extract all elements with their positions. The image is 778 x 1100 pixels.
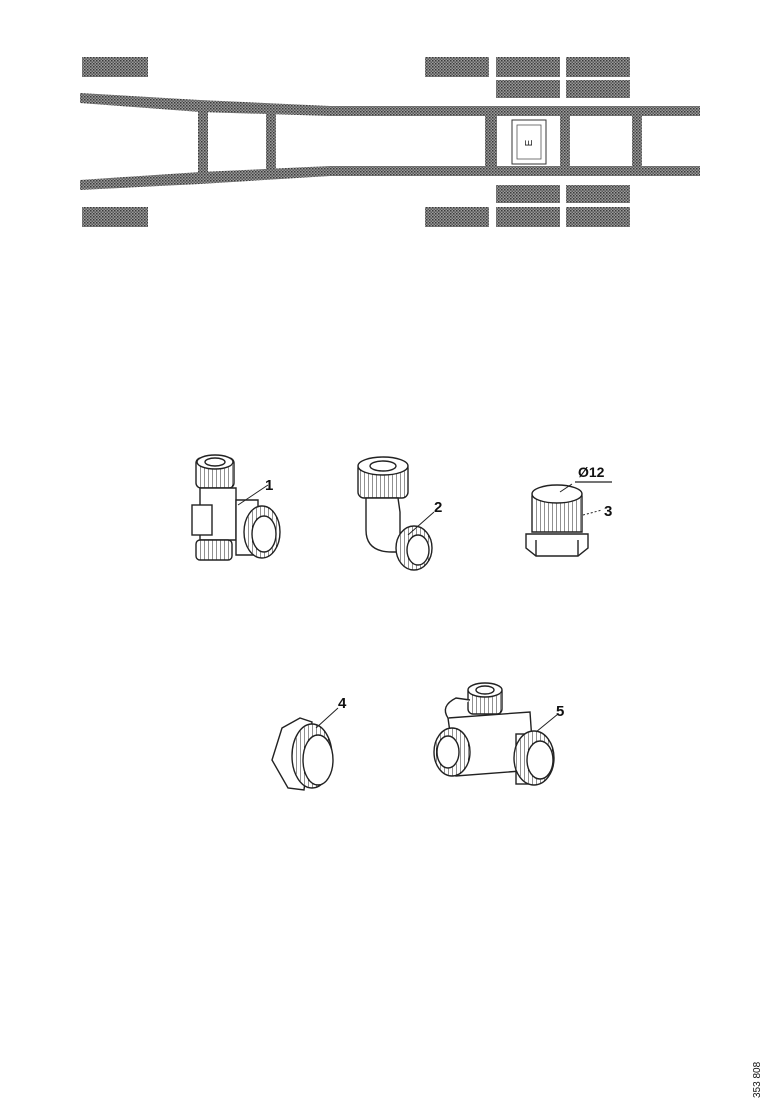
part-2-elbow-fitting-icon: 2	[357, 456, 442, 571]
part-1-tee-fitting-icon: 1	[191, 454, 281, 561]
cross-members	[198, 110, 642, 174]
part-1-callout: 1	[265, 477, 273, 494]
figure-id: 353 808	[752, 1061, 763, 1098]
rear-wheels	[425, 57, 630, 227]
cab-marker: E	[511, 119, 547, 165]
chassis-top-view: E	[80, 57, 700, 227]
part-5-tee-connector-icon: 5	[433, 682, 564, 786]
cab-label: E	[524, 139, 535, 146]
part-4-plug-icon: 4	[271, 695, 347, 791]
front-wheels	[82, 57, 148, 227]
part-3-callout: 3	[604, 503, 612, 520]
frame-rails	[80, 93, 700, 190]
part-5-callout: 5	[556, 703, 564, 720]
part-2-callout: 2	[434, 499, 442, 516]
part-4-callout: 4	[338, 695, 347, 712]
part-3-cap-nut-icon: Ø12 3	[525, 464, 612, 557]
part-3-dimension: Ø12	[578, 464, 605, 480]
